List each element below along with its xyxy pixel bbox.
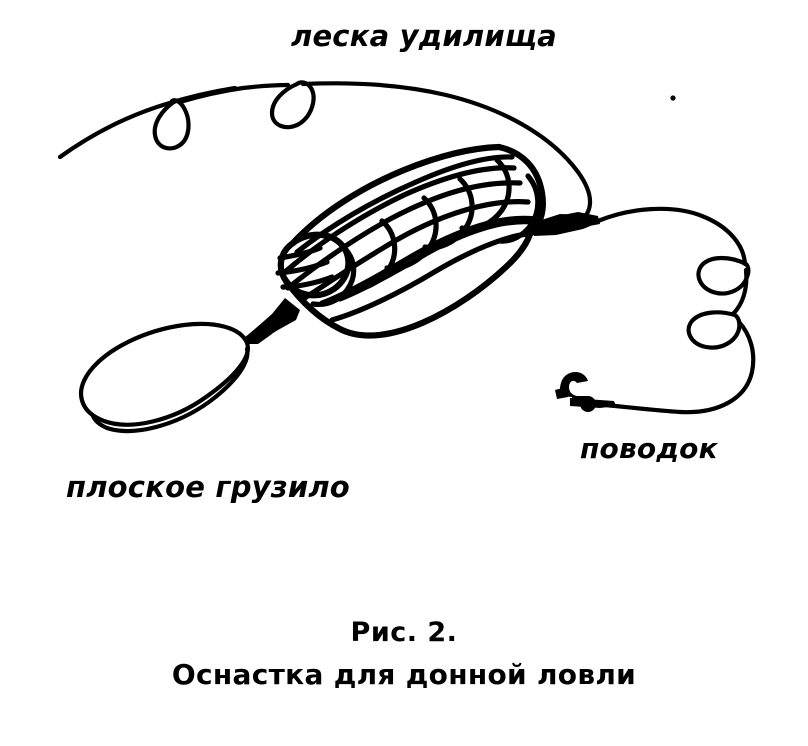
rod-line-loop-2 bbox=[269, 80, 316, 130]
feeder-top-edge bbox=[289, 143, 503, 247]
flat-sinker-top-face bbox=[79, 321, 250, 427]
figure-number: Рис. 2. bbox=[350, 617, 458, 648]
flat-sinker-group bbox=[79, 321, 250, 433]
swivel-right-group bbox=[529, 212, 600, 236]
leader-main-path bbox=[595, 206, 748, 267]
hook-shank-thick bbox=[570, 398, 616, 408]
feeder-wire-7 bbox=[329, 231, 530, 323]
leader-group bbox=[569, 206, 756, 415]
feeder-bottom-edge bbox=[282, 230, 534, 339]
feeder-wire-1 bbox=[294, 154, 515, 255]
print-speck bbox=[670, 95, 676, 101]
rod-line-path bbox=[57, 85, 238, 160]
label-rod-line: леска удилища bbox=[291, 19, 557, 53]
swivel-right-knot bbox=[566, 214, 578, 226]
rod-line-path-right bbox=[300, 81, 593, 225]
feeder-near-rim bbox=[277, 231, 352, 299]
feeder-wire-3 bbox=[285, 180, 523, 291]
rod-line-path-mid bbox=[177, 82, 291, 105]
hook-point bbox=[555, 387, 568, 399]
figure-title: Оснастка для донной ловли bbox=[171, 658, 637, 691]
swivel-right-link bbox=[541, 215, 589, 227]
swivel-left-link bbox=[251, 301, 291, 337]
leader-loop-2 bbox=[686, 310, 742, 350]
label-leader: поводок bbox=[580, 432, 718, 465]
feeder-cap-wire-3 bbox=[280, 274, 335, 290]
label-flat-sinker: плоское грузило bbox=[66, 470, 350, 504]
flat-sinker-thickness bbox=[90, 346, 250, 433]
swivel-left-group bbox=[244, 298, 300, 344]
feeder-cap-wire-2 bbox=[275, 259, 330, 276]
feeder-cage-group bbox=[275, 143, 546, 339]
feeder-wire-4 bbox=[300, 199, 531, 302]
rod-line-group bbox=[57, 80, 593, 225]
feeder-wire-6 bbox=[337, 218, 536, 302]
feeder-wire-5 bbox=[319, 215, 538, 306]
hook-group bbox=[555, 371, 616, 408]
swivel-left-eye bbox=[248, 326, 272, 344]
feeder-cap-wire-1 bbox=[277, 245, 323, 261]
figure-caption: Рис. 2. Оснастка для донной ловли bbox=[0, 616, 808, 694]
leader-loop-1 bbox=[696, 255, 751, 296]
rod-line-loop-1 bbox=[152, 98, 191, 151]
leader-path-3 bbox=[591, 319, 756, 415]
